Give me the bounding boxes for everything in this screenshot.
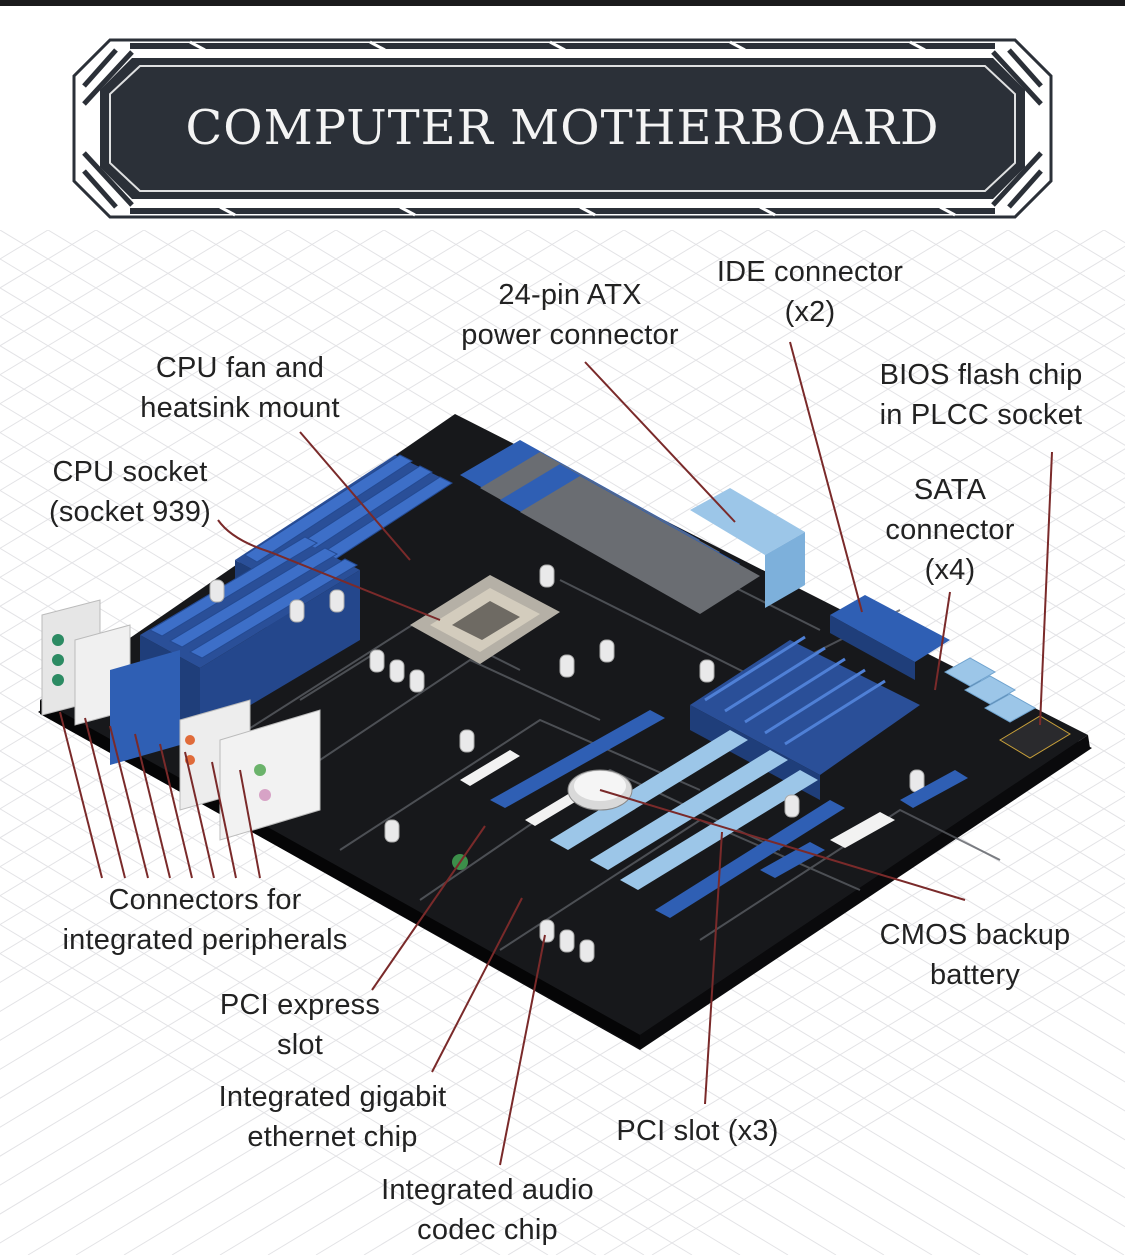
heatsink-vrm [140,536,360,735]
pcie-slots-graphic [490,710,845,918]
leader-pci [704,831,723,1105]
label-pci-slot: PCI slot (x3) [616,1115,779,1147]
leader-gigabit [431,897,523,1073]
page-title: COMPUTER MOTHERBOARD [185,100,940,156]
pci-slots-graphic [550,730,818,890]
sata-connectors-graphic [943,657,1037,723]
leader-atx [584,361,736,523]
bios-chip-graphic [999,715,1071,759]
leader-cpu-socket [217,519,441,621]
top-rule [0,0,1125,6]
ram-slots [460,440,760,614]
capacitors [209,564,925,963]
chipset-heatsink [690,635,920,800]
label-ide-connector: IDE connector(x2) [716,256,904,328]
label-cpu-socket: CPU socket(socket 939) [49,456,211,528]
ide-connector-graphic [830,595,950,662]
leader-ide [789,341,863,613]
leader-sata [934,591,951,691]
title-banner [72,38,1053,219]
leader-pcie [371,825,486,991]
leader-io-1 [59,711,103,879]
leader-audio [499,934,546,1166]
leader-bios [1039,451,1053,726]
leader-cpu-fan [299,431,411,561]
leader-cmos [599,789,966,901]
cpu-socket-graphic [410,575,560,664]
